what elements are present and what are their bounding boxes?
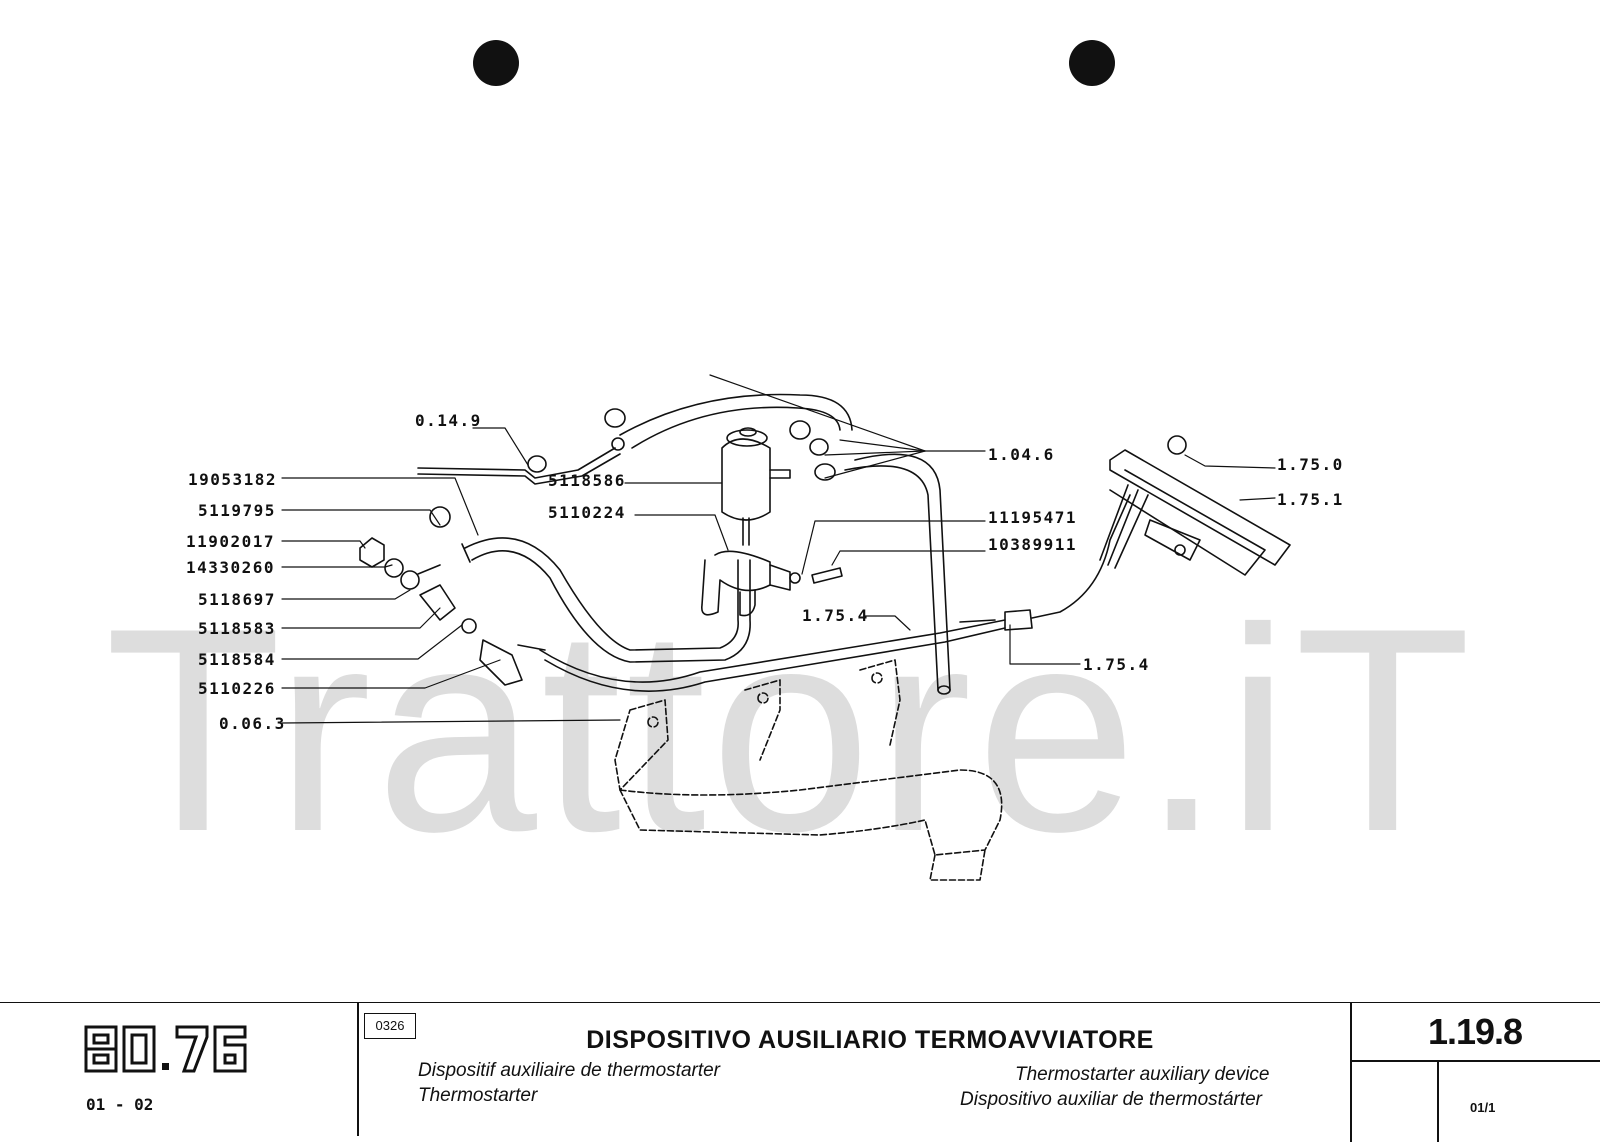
subtitle-spanish: Dispositivo auxiliar de thermostárter: [960, 1089, 1263, 1110]
title-block-divider: [1350, 1003, 1352, 1142]
diagram-title: DISPOSITIVO AUSILIARIO TERMOAVVIATORE: [586, 1026, 1154, 1054]
part-label-11195471: 11195471: [988, 508, 1078, 527]
section-code: 0326: [364, 1013, 416, 1039]
part-label-5118586: 5118586: [548, 471, 626, 490]
title-block-divider: [357, 1003, 359, 1136]
exploded-parts-diagram: [281, 374, 1291, 881]
exhaust-manifold: [614, 659, 1003, 881]
part-label-1-04-6: 1.04.6: [988, 445, 1055, 464]
part-label-5118583: 5118583: [198, 619, 276, 638]
subtitle-french-1: Dispositif auxiliaire de thermostarter: [418, 1060, 721, 1081]
title-block: 01 - 02 0326 DISPOSITIVO AUSILIARIO TERM…: [0, 1002, 1600, 1142]
part-label-5110226: 5110226: [198, 679, 276, 698]
page-code: 1.19.8: [1427, 1011, 1523, 1052]
vent-pipe: [417, 437, 625, 485]
part-label-11902017: 11902017: [186, 532, 276, 551]
subtitle-french-2: Thermostarter: [418, 1085, 538, 1106]
part-label-1-75-1: 1.75.1: [1277, 490, 1344, 509]
model-logo-80-76: [84, 1025, 247, 1073]
punch-hole-right: [1069, 40, 1115, 86]
part-label-14330260: 14330260: [186, 558, 276, 577]
title-block-divider: [1350, 1060, 1600, 1062]
electrical-cable: [539, 494, 1131, 692]
part-label-19053182: 19053182: [188, 470, 278, 489]
part-label-0-06-3: 0.06.3: [219, 714, 286, 733]
filter-canister: [721, 427, 791, 546]
part-label-5118584: 5118584: [198, 650, 276, 669]
fittings-cluster: [359, 506, 843, 686]
subtitle-english: Thermostarter auxiliary device: [1015, 1064, 1270, 1085]
model-range: 01 - 02: [86, 1095, 154, 1114]
return-hose: [604, 393, 951, 695]
part-label-10389911: 10389911: [988, 535, 1078, 554]
sheet-number: 01/1: [1470, 1100, 1496, 1115]
part-label-1-75-4-cable: 1.75.4: [802, 606, 869, 625]
punch-hole-left: [473, 40, 519, 86]
bracket: [701, 550, 791, 617]
part-label-5119795: 5119795: [198, 501, 276, 520]
part-label-5118697: 5118697: [198, 590, 276, 609]
part-label-1-75-0: 1.75.0: [1277, 455, 1344, 474]
part-label-1-75-4-connector: 1.75.4: [1083, 655, 1150, 674]
part-label-0-14-9: 0.14.9: [415, 411, 482, 430]
fuel-hose: [461, 537, 751, 663]
instrument-panel: [1099, 435, 1291, 576]
part-label-5110224: 5110224: [548, 503, 626, 522]
title-block-divider: [1437, 1060, 1439, 1142]
